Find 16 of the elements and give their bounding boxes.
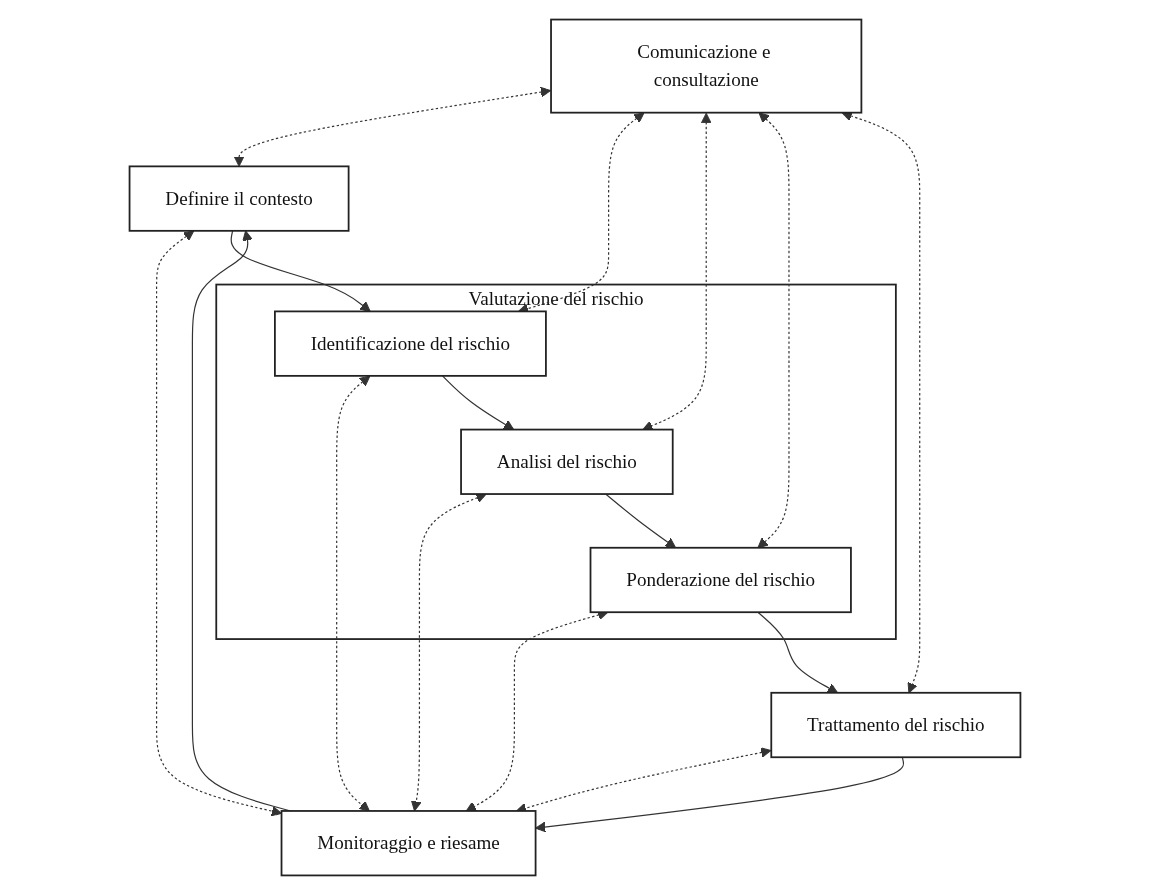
node-box: Definire il contesto	[128, 165, 349, 232]
node-box: Identificazione del rischio	[273, 310, 547, 377]
arrow	[233, 86, 551, 167]
arrow	[441, 375, 514, 431]
arrow	[641, 112, 711, 431]
arrow	[155, 230, 282, 817]
arrow	[335, 375, 370, 812]
node-box: Trattamento del rischio	[769, 691, 1021, 759]
arrow	[604, 493, 676, 549]
node-box: Monitoraggio e riesame	[280, 810, 536, 877]
arrow	[230, 230, 371, 312]
node-box: Ponderazione del rischio	[589, 546, 852, 614]
arrow	[756, 112, 790, 549]
node-box: Analisi del rischio	[459, 428, 674, 495]
node-box: Comunicazione e consultazione	[549, 18, 862, 114]
arrow	[756, 611, 838, 694]
